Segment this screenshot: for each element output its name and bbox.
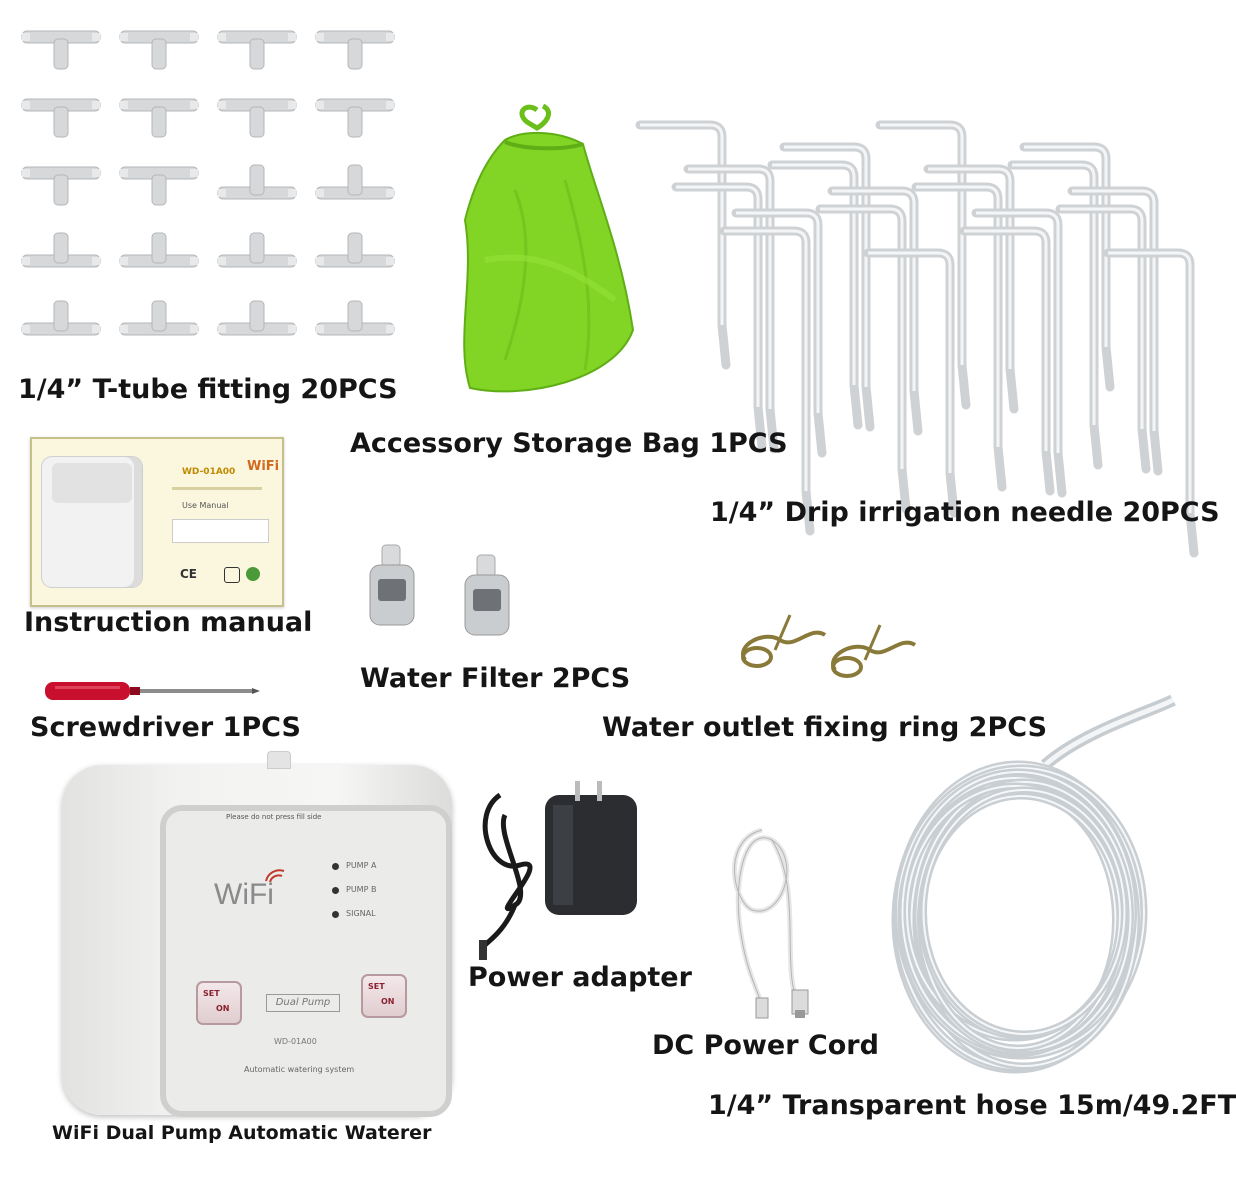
led-label-pump-a: PUMP A <box>346 861 377 870</box>
right-button-bottom-text: ON <box>381 997 395 1006</box>
drip-needle <box>971 208 1067 498</box>
screwdriver-label: Screwdriver 1PCS <box>30 712 301 743</box>
drip-needle <box>767 160 863 430</box>
dual-pump-badge: Dual Pump <box>266 994 340 1012</box>
wifi-icon <box>265 869 285 883</box>
left-button-bottom-text: ON <box>216 1004 230 1013</box>
fixing-ring-image <box>741 614 917 678</box>
t-fitting <box>217 98 297 138</box>
t-fitting <box>315 164 395 200</box>
wifi-brand-label: WiFi <box>214 878 274 911</box>
t-fitting <box>217 300 297 336</box>
t-fitting <box>217 232 297 268</box>
left-set-button[interactable]: SET ON <box>196 981 242 1025</box>
drip-needle <box>959 226 1055 496</box>
t-fitting <box>315 30 395 70</box>
drip-needle <box>923 164 1019 414</box>
t-tube-label: 1/4” T-tube fitting 20PCS <box>18 374 398 405</box>
manual-ce-mark: CE <box>180 567 198 581</box>
device-front-panel: Please do not press fill side WiFi PUMP … <box>160 805 452 1117</box>
drip-needle <box>1103 248 1199 558</box>
drip-needle <box>719 226 815 536</box>
dc-power-cord-label: DC Power Cord <box>652 1030 879 1061</box>
t-fitting <box>119 232 199 268</box>
t-fitting <box>119 166 199 206</box>
waterer-label: WiFi Dual Pump Automatic Waterer <box>52 1122 432 1144</box>
t-fitting <box>21 98 101 138</box>
screwdriver-image <box>45 682 260 700</box>
right-button-top-text: SET <box>368 982 385 991</box>
drip-needles-image <box>635 120 1199 558</box>
drip-needle <box>683 164 779 454</box>
storage-bag-label: Accessory Storage Bag 1PCS <box>350 428 788 459</box>
t-fitting <box>315 232 395 268</box>
t-tube-fittings-image <box>21 30 395 336</box>
led-label-pump-b: PUMP B <box>346 885 377 894</box>
drip-needle-label: 1/4” Drip irrigation needle 20PCS <box>710 497 1220 528</box>
t-fitting <box>217 164 297 200</box>
transparent-hose-label: 1/4” Transparent hose 15m/49.2FT <box>708 1090 1236 1121</box>
drip-needle <box>1067 186 1163 476</box>
t-fitting <box>119 30 199 70</box>
device-top-text: Please do not press fill side <box>226 813 322 821</box>
hose-coil <box>920 786 1128 1038</box>
drip-needle <box>1007 160 1103 470</box>
water-filter-label: Water Filter 2PCS <box>360 663 631 694</box>
waterer-device: Please do not press fill side WiFi PUMP … <box>62 751 452 1117</box>
manual-wifi-mark: WiFi <box>247 459 280 474</box>
water-filter-image <box>369 544 510 636</box>
t-fitting <box>21 300 101 336</box>
drip-needle <box>779 142 875 432</box>
t-fitting <box>119 98 199 138</box>
drip-needle <box>1055 204 1151 474</box>
drip-needle <box>827 186 923 436</box>
power-adapter-label: Power adapter <box>468 962 692 993</box>
t-fitting <box>217 30 297 70</box>
manual-line: Use Manual <box>182 501 229 510</box>
device-subtitle: Automatic watering system <box>244 1065 355 1074</box>
right-set-button[interactable]: SET ON <box>361 974 407 1018</box>
dc-power-cord-image <box>732 827 809 1019</box>
fixing-ring-label: Water outlet fixing ring 2PCS <box>602 712 1048 743</box>
left-button-top-text: SET <box>203 989 220 998</box>
drip-needle <box>911 182 1007 492</box>
drip-needle <box>635 120 731 370</box>
transparent-hose-image <box>891 694 1176 1074</box>
t-fitting <box>315 300 395 336</box>
manual-title: WD-01A00 <box>182 467 236 477</box>
drip-needle <box>815 204 911 514</box>
drip-needle <box>1019 142 1115 392</box>
t-fitting <box>21 30 101 70</box>
drip-needle <box>671 182 767 452</box>
drip-needle <box>731 208 827 458</box>
t-fitting <box>315 98 395 138</box>
drip-needle <box>863 248 959 518</box>
t-fitting <box>119 300 199 336</box>
drip-needle <box>875 120 971 410</box>
device-model: WD-01A00 <box>274 1037 317 1046</box>
power-adapter-image <box>479 781 637 960</box>
instruction-manual-image: WD-01A00 WiFi Use Manual CE <box>30 437 284 607</box>
instruction-manual-label: Instruction manual <box>24 607 313 638</box>
t-fitting <box>21 166 101 206</box>
t-fitting <box>21 232 101 268</box>
led-label-signal: SIGNAL <box>346 909 376 918</box>
storage-bag-image <box>463 103 635 393</box>
